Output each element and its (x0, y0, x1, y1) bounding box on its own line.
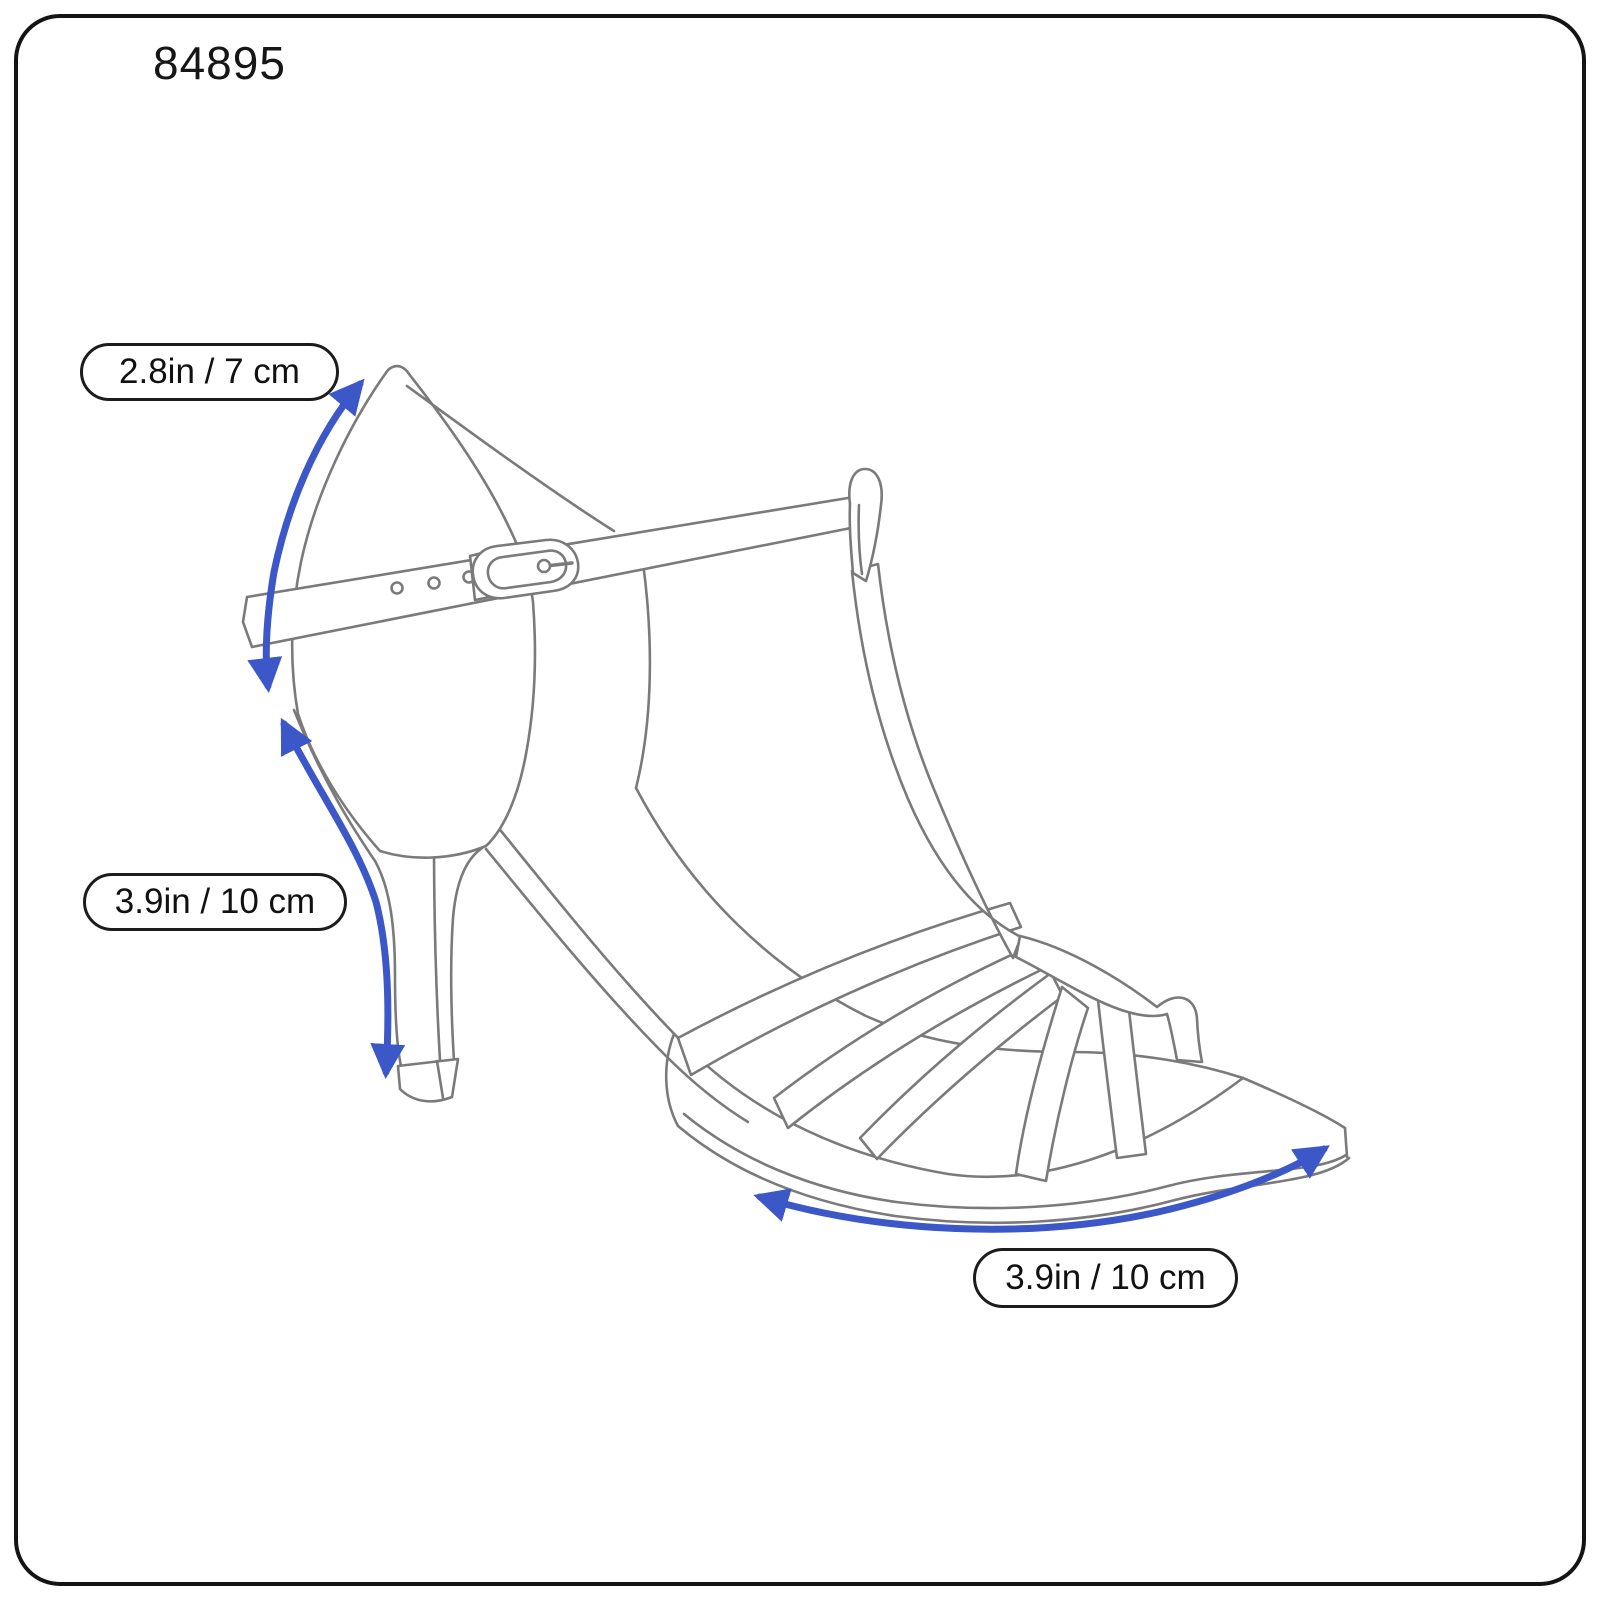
heel-measure-arrow (280, 717, 406, 1079)
measurement-label-heel: 3.9in / 10 cm (83, 873, 347, 931)
insole-far-edge (634, 786, 1245, 1080)
heel-front-edge (449, 846, 484, 1063)
item-number: 84895 (153, 37, 286, 89)
measurement-label-sole-text: 3.9in / 10 cm (1005, 1258, 1206, 1297)
t-strap-loop (848, 467, 883, 583)
ankle-strap-assembly (241, 494, 868, 649)
ankle-measure-arrow (247, 378, 365, 693)
measurement-label-ankle-text: 2.8in / 7 cm (119, 352, 300, 391)
sole-measure-arrow (753, 1145, 1330, 1233)
toe-strap-1 (676, 901, 1023, 1077)
sole-seat-line-lower (484, 847, 750, 1124)
sole-toe-tip-edge (1343, 1126, 1349, 1159)
toe-straps (676, 901, 1148, 1183)
sole-left-cap (664, 1032, 680, 1128)
heel-cap (396, 1057, 460, 1103)
buckle-pin-head (536, 558, 552, 574)
t-strap-loop-inner-line (857, 503, 864, 576)
toe-band (1014, 934, 1204, 1064)
sole-midsole-seam (682, 1112, 1348, 1210)
measurement-label-sole: 3.9in / 10 cm (973, 1248, 1238, 1308)
heel-cap-corner-line (435, 1059, 445, 1100)
shoe-outline (241, 364, 1351, 1225)
vamp-throat-edge (405, 384, 616, 533)
heel-inner-edge (432, 838, 442, 1063)
t-strap-band (850, 562, 1023, 960)
toe-strap-2 (772, 944, 1043, 1130)
measurement-label-heel-text: 3.9in / 10 cm (114, 882, 316, 921)
vamp-side-edge (634, 561, 652, 790)
toe-strap-5 (1096, 998, 1148, 1160)
measurement-label-ankle: 2.8in / 7 cm (80, 343, 339, 401)
sole-toe-top-edge (1241, 1076, 1347, 1130)
measurement-arrows (247, 378, 1330, 1233)
